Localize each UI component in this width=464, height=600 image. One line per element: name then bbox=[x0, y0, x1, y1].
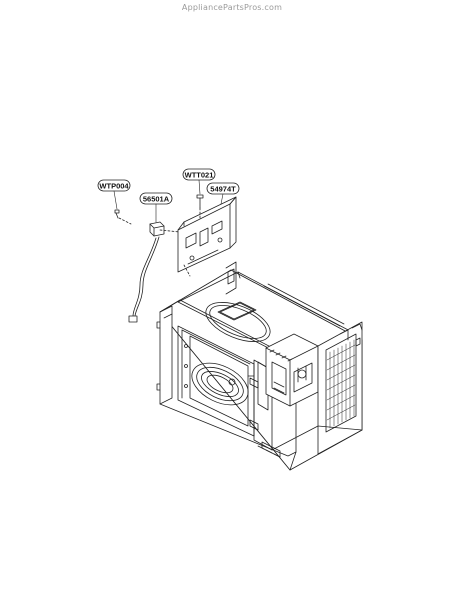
callout-54974t-label: 54974T bbox=[210, 185, 236, 194]
leader-lines bbox=[113, 179, 224, 223]
watermark: AppliancePartsPros.com bbox=[181, 3, 283, 12]
callout-wtp004[interactable]: WTP004 bbox=[97, 179, 131, 192]
vent-grill bbox=[326, 339, 356, 429]
callout-wtp004-label: WTP004 bbox=[99, 182, 129, 191]
cover-bracket-54974t[interactable] bbox=[177, 196, 237, 277]
screw-wtp004[interactable] bbox=[114, 209, 132, 225]
callout-wtt021[interactable]: WTT021 bbox=[182, 168, 216, 181]
microwave-cavity-assembly[interactable] bbox=[156, 261, 363, 471]
callout-56501a[interactable]: 56501A bbox=[139, 192, 173, 205]
sensor-56501a[interactable] bbox=[128, 221, 181, 323]
callout-54974t[interactable]: 54974T bbox=[206, 182, 240, 195]
callout-wtt021-label: WTT021 bbox=[185, 171, 214, 180]
callout-56501a-label: 56501A bbox=[143, 195, 170, 204]
